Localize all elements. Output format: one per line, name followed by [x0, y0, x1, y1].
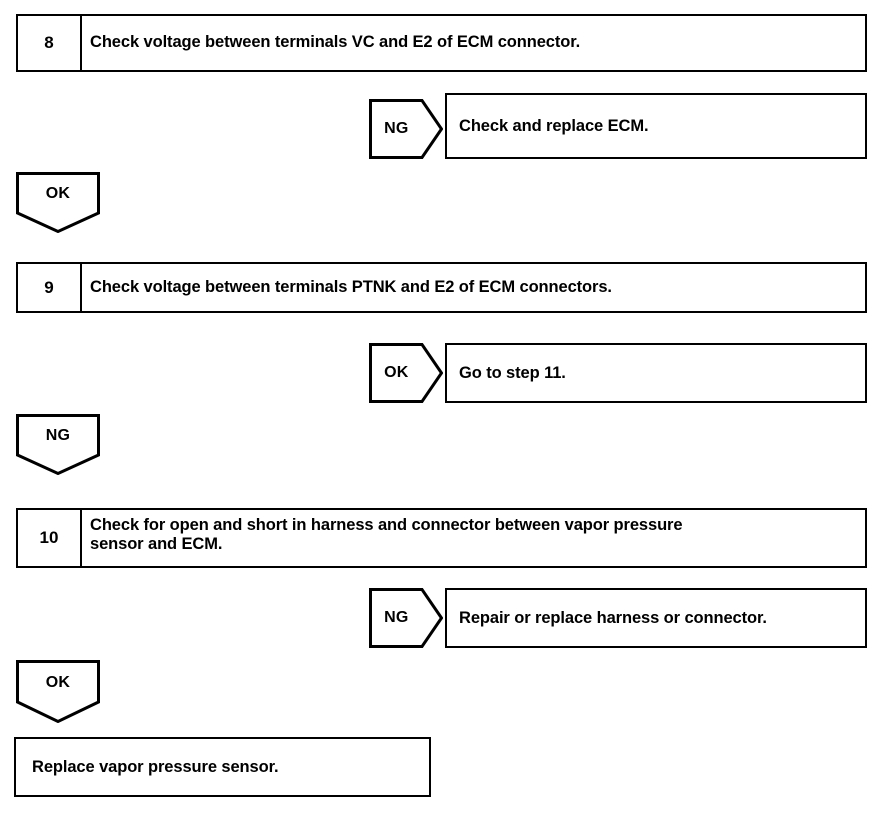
- result-box-repair-or-replace-harness[interactable]: Repair or replace harness or connector.: [445, 588, 867, 648]
- branch-arrow-label: OK: [384, 364, 409, 381]
- step-box-9[interactable]: 9 Check voltage between terminals PTNK a…: [16, 262, 867, 313]
- continue-arrow-label: OK: [45, 184, 71, 202]
- step-description: Check voltage between terminals VC and E…: [90, 33, 581, 52]
- pentagon-down-icon: [16, 660, 100, 723]
- step-description: Check for open and short in harness and …: [82, 510, 865, 566]
- pentagon-right-icon: [369, 343, 443, 403]
- pentagon-right-icon: [369, 99, 443, 159]
- continue-arrow-ok-step8[interactable]: OK: [16, 172, 100, 233]
- step-description: Check voltage between terminals PTNK and…: [90, 277, 612, 296]
- step-description-line-2: sensor and ECM.: [90, 535, 223, 554]
- continue-arrow-ng-step9[interactable]: NG: [16, 414, 100, 475]
- continue-arrow-ok-step10[interactable]: OK: [16, 660, 100, 723]
- final-box-replace-vapor-pressure-sensor[interactable]: Replace vapor pressure sensor.: [14, 737, 431, 797]
- step-box-8[interactable]: 8 Check voltage between terminals VC and…: [16, 14, 867, 72]
- step-number: 9: [18, 264, 82, 311]
- branch-arrow-ng-step8[interactable]: NG: [369, 99, 443, 159]
- step-number: 10: [18, 510, 82, 566]
- continue-arrow-label: NG: [45, 426, 71, 444]
- continue-arrow-label: OK: [45, 673, 71, 691]
- branch-arrow-label: NG: [384, 609, 409, 626]
- result-box-check-replace-ecm[interactable]: Check and replace ECM.: [445, 93, 867, 159]
- branch-arrow-label: NG: [384, 120, 409, 137]
- pentagon-right-icon: [369, 588, 443, 648]
- pentagon-down-icon: [16, 414, 100, 475]
- branch-arrow-ng-step10[interactable]: NG: [369, 588, 443, 648]
- step-description-line-1: Check for open and short in harness and …: [90, 516, 683, 534]
- branch-arrow-ok-step9[interactable]: OK: [369, 343, 443, 403]
- result-box-go-to-step-11[interactable]: Go to step 11.: [445, 343, 867, 403]
- step-box-10[interactable]: 10 Check for open and short in harness a…: [16, 508, 867, 568]
- pentagon-down-icon: [16, 172, 100, 233]
- step-number: 8: [18, 16, 82, 70]
